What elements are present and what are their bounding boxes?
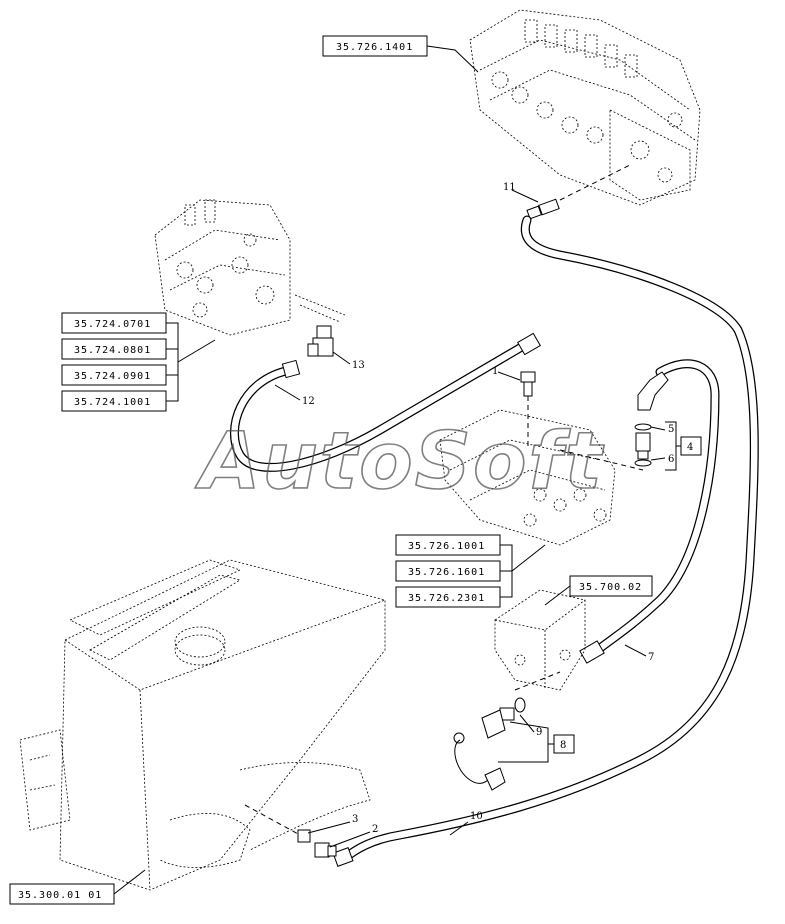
ref-box-valve-mid-3[interactable]: 35.726.2301 <box>395 586 501 608</box>
adaptor-1 <box>520 371 536 397</box>
middle-control-valve <box>439 409 616 546</box>
svg-text:35.700.02: 35.700.02 <box>579 582 642 593</box>
elbow-fitting-13 <box>307 325 334 357</box>
ref-box-valve-left-4[interactable]: 35.724.1001 <box>61 390 167 412</box>
svg-text:12: 12 <box>302 396 315 407</box>
watermark: AutoSoft <box>194 417 604 507</box>
svg-text:10: 10 <box>470 811 483 822</box>
left-control-valve <box>154 199 346 336</box>
svg-text:7: 7 <box>648 652 654 663</box>
fitting-4-5-6 <box>634 423 652 467</box>
ref-box-8[interactable]: 8 <box>553 734 575 754</box>
hose-12 <box>229 332 541 472</box>
fitting-11 <box>526 164 631 220</box>
svg-text:1: 1 <box>492 366 498 377</box>
svg-text:35.726.2301: 35.726.2301 <box>408 593 485 604</box>
ref-box-bracket[interactable]: 35.700.02 <box>569 575 653 597</box>
svg-text:11: 11 <box>503 182 516 193</box>
svg-text:8: 8 <box>560 740 566 751</box>
svg-text:35.726.1601: 35.726.1601 <box>408 567 485 578</box>
svg-text:35.724.0801: 35.724.0801 <box>74 345 151 356</box>
bracket <box>494 589 586 691</box>
svg-text:3: 3 <box>352 814 358 825</box>
fittings-2-3 <box>244 804 337 858</box>
svg-text:35.724.0901: 35.724.0901 <box>74 371 151 382</box>
svg-text:35.724.1001: 35.724.1001 <box>74 397 151 408</box>
ref-box-valve-left-2[interactable]: 35.724.0801 <box>61 338 167 360</box>
svg-text:2: 2 <box>372 824 378 835</box>
svg-text:35.726.1001: 35.726.1001 <box>408 541 485 552</box>
svg-text:13: 13 <box>352 360 365 371</box>
svg-text:9: 9 <box>536 727 542 738</box>
ref-box-valve-left-3[interactable]: 35.724.0901 <box>61 364 167 386</box>
svg-text:4: 4 <box>687 442 693 453</box>
svg-text:35.300.01 01: 35.300.01 01 <box>18 890 102 901</box>
ref-box-valve-left-1[interactable]: 35.724.0701 <box>61 312 167 334</box>
svg-text:6: 6 <box>668 454 674 465</box>
ref-box-valve-mid-1[interactable]: 35.726.1001 <box>395 534 501 556</box>
hose-10 <box>332 215 759 867</box>
ref-box-4[interactable]: 4 <box>680 436 702 456</box>
ref-box-valve-top[interactable]: 35.726.1401 <box>322 35 428 57</box>
hose-7 <box>579 359 720 664</box>
top-control-valve <box>469 9 701 206</box>
svg-text:35.726.1401: 35.726.1401 <box>336 42 413 53</box>
quick-coupler-8-9 <box>453 697 526 791</box>
hydraulic-tank <box>19 559 386 891</box>
svg-text:35.724.0701: 35.724.0701 <box>74 319 151 330</box>
svg-text:5: 5 <box>668 424 674 435</box>
ref-box-tank[interactable]: 35.300.01 01 <box>9 883 115 905</box>
ref-box-valve-mid-2[interactable]: 35.726.1601 <box>395 560 501 582</box>
